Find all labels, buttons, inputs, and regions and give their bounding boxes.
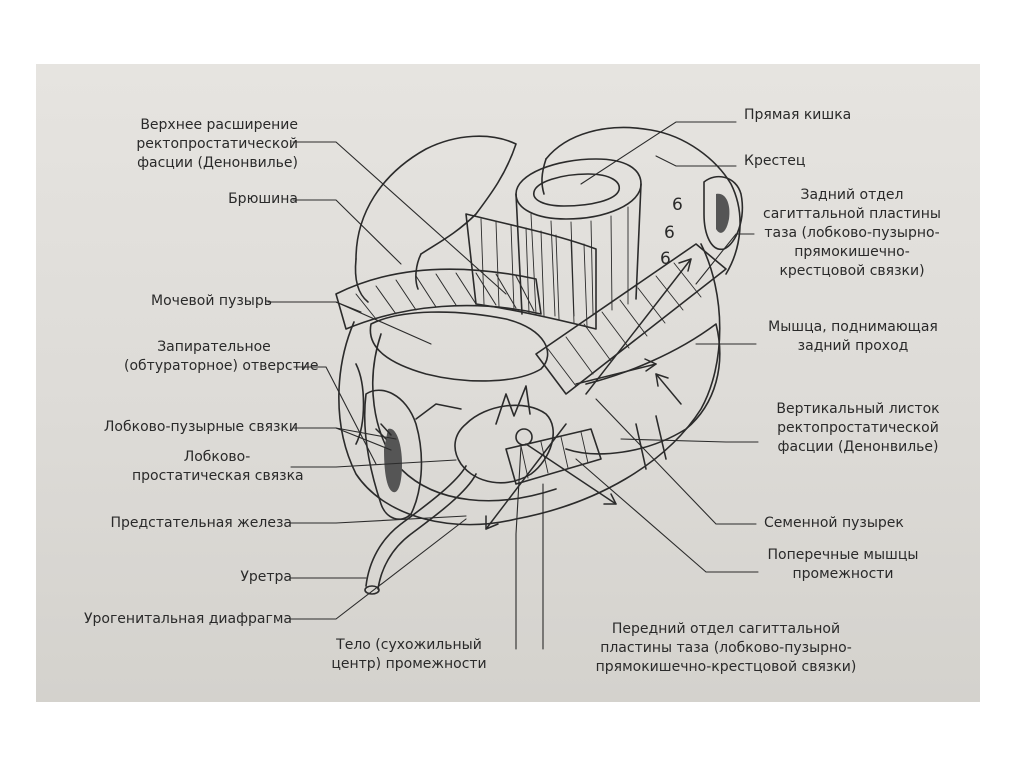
label-pubovesical: Лобково-пузырные связки [104, 418, 298, 437]
bladder [370, 312, 547, 381]
label-obturator: Запирательное (обтураторное) отверстие [124, 338, 304, 376]
leader-puboprostatic [291, 460, 456, 467]
leader-urogenital [290, 519, 466, 619]
leader-transverse-perineal [576, 459, 758, 572]
label-sacrum: Крестец [744, 152, 805, 171]
peritoneum [356, 136, 516, 259]
label-levator-ani: Мышца, поднимающая задний проход [758, 318, 948, 356]
label-puboprostatic: Лобково- простатическая связка [132, 448, 302, 486]
leader-posterior-sagittal [696, 234, 754, 284]
leader-perineal-body [516, 446, 521, 649]
label-upper-fascia: Верхнее расширение ректопростатической ф… [136, 116, 298, 173]
label-seminal-vesicle: Семенной пузырек [764, 514, 904, 533]
label-vertical-fascia: Вертикальный листок ректопростатической … [758, 400, 958, 457]
figure-number: 6 [672, 196, 683, 215]
leader-seminal-vesicle [596, 399, 756, 524]
arrow-bladder [416, 404, 461, 419]
figure-number: 6 [664, 224, 675, 243]
arrow-anterior [486, 424, 566, 529]
prostate [455, 405, 553, 482]
label-posterior-sagittal: Задний отдел сагиттальной пластины таза … [752, 186, 952, 281]
label-transverse-perineal: Поперечные мышцы промежности [758, 546, 928, 584]
figure-number: 6 [660, 250, 671, 269]
arrow-posterior [586, 259, 691, 394]
leader-sacrum [656, 156, 736, 166]
diagram-photo: 6 6 6 Верхнее расширение ректопростатиче… [36, 64, 980, 702]
label-urogenital: Урогенитальная диафрагма [84, 610, 292, 629]
label-peritoneum: Брюшина [228, 190, 298, 209]
label-prostate: Предстательная железа [110, 514, 292, 533]
leader-upper-fascia [293, 142, 506, 294]
arrow-lateral-1 [526, 444, 616, 504]
label-bladder: Мочевой пузырь [151, 292, 272, 311]
sacrum [546, 128, 740, 274]
label-rectum: Прямая кишка [744, 106, 851, 125]
leader-peritoneum [293, 200, 401, 264]
label-anterior-sagittal: Передний отдел сагиттальной пластины таз… [556, 620, 896, 677]
leader-vertical-fascia [621, 439, 758, 442]
perineal-body [516, 429, 532, 445]
label-perineal-body: Тело (сухожильный центр) промежности [324, 636, 494, 674]
label-urethra: Уретра [240, 568, 292, 587]
